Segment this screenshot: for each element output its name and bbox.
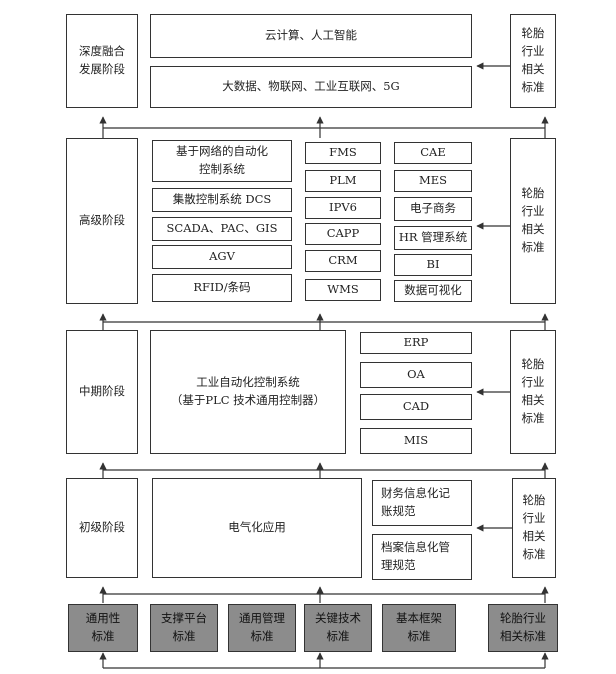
- adv-wms: WMS: [305, 279, 381, 301]
- adv-network-automation: 基于网络的自动化 控制系统: [152, 140, 292, 182]
- adv-cae: CAE: [394, 142, 472, 164]
- adv-hr-system: HR 管理系统: [394, 226, 472, 250]
- tire-standard-advanced: 轮胎 行业 相关 标准: [510, 138, 556, 304]
- adv-ipv6: IPV6: [305, 197, 381, 219]
- adv-data-visualization: 数据可视化: [394, 280, 472, 302]
- deep-cloud-ai: 云计算、人工智能: [150, 14, 472, 58]
- mid-oa: OA: [360, 362, 472, 388]
- tire-standard-middle: 轮胎 行业 相关 标准: [510, 330, 556, 454]
- init-finance-standard: 财务信息化记 账规范: [372, 480, 472, 526]
- adv-crm: CRM: [305, 250, 381, 272]
- std-general: 通用性 标准: [68, 604, 138, 652]
- init-archive-standard: 档案信息化管 理规范: [372, 534, 472, 580]
- std-key-technology: 关键技术 标准: [304, 604, 372, 652]
- mid-cad: CAD: [360, 394, 472, 420]
- adv-fms: FMS: [305, 142, 381, 164]
- init-electrification: 电气化应用: [152, 478, 362, 578]
- deep-bigdata-iot: 大数据、物联网、工业互联网、5G: [150, 66, 472, 108]
- stage-deep-fusion: 深度融合 发展阶段: [66, 14, 138, 108]
- adv-mes: MES: [394, 170, 472, 192]
- adv-plm: PLM: [305, 170, 381, 192]
- adv-agv: AGV: [152, 245, 292, 269]
- adv-ecommerce: 电子商务: [394, 197, 472, 221]
- stage-advanced: 高级阶段: [66, 138, 138, 304]
- adv-bi: BI: [394, 254, 472, 276]
- std-support-platform: 支撑平台 标准: [150, 604, 218, 652]
- adv-dcs: 集散控制系统 DCS: [152, 188, 292, 212]
- adv-rfid: RFID/条码: [152, 274, 292, 302]
- stage-initial: 初级阶段: [66, 478, 138, 578]
- stage-middle: 中期阶段: [66, 330, 138, 454]
- mid-industrial-automation: 工业自动化控制系统 （基于PLC 技术通用控制器）: [150, 330, 346, 454]
- mid-mis: MIS: [360, 428, 472, 454]
- tire-standard-deep: 轮胎 行业 相关 标准: [510, 14, 556, 108]
- std-tire-industry: 轮胎行业 相关标准: [488, 604, 558, 652]
- adv-scada: SCADA、PAC、GIS: [152, 217, 292, 241]
- std-general-management: 通用管理 标准: [228, 604, 296, 652]
- adv-capp: CAPP: [305, 223, 381, 245]
- mid-erp: ERP: [360, 332, 472, 354]
- tire-standard-initial: 轮胎 行业 相关 标准: [512, 478, 556, 578]
- std-basic-framework: 基本框架 标准: [382, 604, 456, 652]
